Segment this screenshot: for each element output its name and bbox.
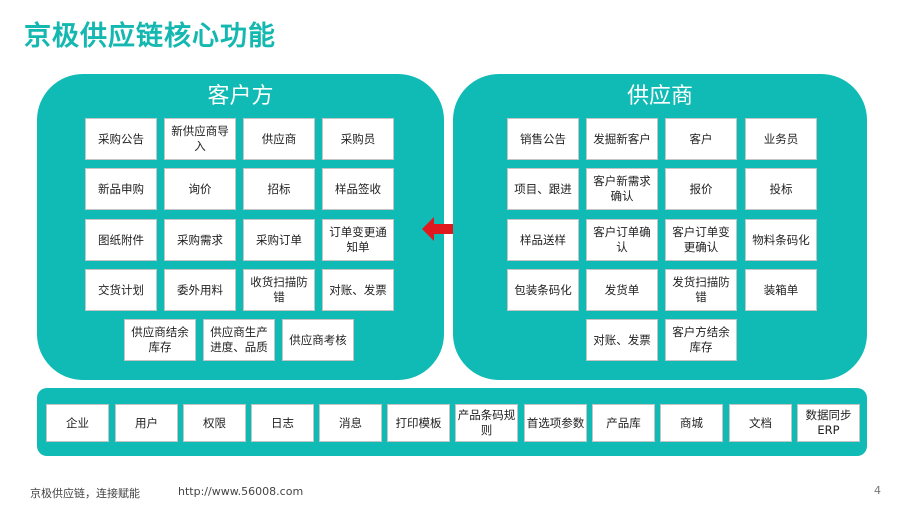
customer-item: 采购员 — [322, 118, 394, 160]
platform-item: 消息 — [319, 404, 382, 442]
customer-item: 新供应商导入 — [164, 118, 236, 160]
supplier-item: 发货扫描防错 — [665, 269, 737, 311]
platform-item: 打印模板 — [387, 404, 450, 442]
supplier-item: 项目、跟进 — [507, 168, 579, 210]
supplier-item: 装箱单 — [745, 269, 817, 311]
supplier-item: 报价 — [665, 168, 737, 210]
supplier-item: 客户 — [665, 118, 737, 160]
supplier-item: 投标 — [745, 168, 817, 210]
supplier-item: 发掘新客户 — [586, 118, 658, 160]
platform-item: 权限 — [183, 404, 246, 442]
platform-bar: 企业 用户 权限 日志 消息 打印模板 产品条码规则 首选项参数 产品库 商城 … — [37, 388, 867, 456]
platform-item: 日志 — [251, 404, 314, 442]
customer-item: 采购订单 — [243, 219, 315, 261]
double-arrow-icon — [422, 217, 472, 241]
customer-panel: 客户方 采购公告 新供应商导入 供应商 采购员 新品申购 询价 招标 样品签收 … — [37, 74, 444, 380]
platform-item: 用户 — [115, 404, 178, 442]
supplier-panel: 供应商 销售公告 发掘新客户 客户 业务员 项目、跟进 客户新需求确认 报价 投… — [453, 74, 867, 380]
footer-slogan: 京极供应链，连接赋能 — [30, 487, 140, 500]
supplier-item: 客户方结余库存 — [665, 319, 737, 361]
customer-item: 供应商 — [243, 118, 315, 160]
supplier-item: 对账、发票 — [586, 319, 658, 361]
customer-item: 图纸附件 — [85, 219, 157, 261]
supplier-item: 销售公告 — [507, 118, 579, 160]
supplier-item: 发货单 — [586, 269, 658, 311]
supplier-item: 物料条码化 — [745, 219, 817, 261]
supplier-item: 业务员 — [745, 118, 817, 160]
supplier-item: 客户订单确认 — [586, 219, 658, 261]
platform-item: 企业 — [46, 404, 109, 442]
customer-item: 询价 — [164, 168, 236, 210]
platform-item: 产品库 — [592, 404, 655, 442]
supplier-item: 包装条码化 — [507, 269, 579, 311]
customer-item: 委外用料 — [164, 269, 236, 311]
customer-panel-title: 客户方 — [207, 84, 274, 109]
customer-item: 供应商考核 — [282, 319, 354, 361]
customer-item: 供应商生产进度、品质 — [203, 319, 275, 361]
platform-item: 文档 — [729, 404, 792, 442]
customer-item: 新品申购 — [85, 168, 157, 210]
supplier-item: 客户新需求确认 — [586, 168, 658, 210]
customer-item: 样品签收 — [322, 168, 394, 210]
supplier-item: 客户订单变更确认 — [665, 219, 737, 261]
supplier-item: 样品送样 — [507, 219, 579, 261]
customer-item: 供应商结余库存 — [124, 319, 196, 361]
platform-item: 商城 — [660, 404, 723, 442]
customer-item: 收货扫描防错 — [243, 269, 315, 311]
customer-item: 对账、发票 — [322, 269, 394, 311]
customer-item: 订单变更通知单 — [322, 219, 394, 261]
customer-item: 交货计划 — [85, 269, 157, 311]
customer-item: 采购公告 — [85, 118, 157, 160]
supplier-panel-title: 供应商 — [626, 84, 693, 109]
platform-item: 数据同步ERP — [797, 404, 860, 442]
page-number: 4 — [874, 484, 881, 497]
customer-item: 采购需求 — [164, 219, 236, 261]
platform-item: 产品条码规则 — [455, 404, 518, 442]
platform-item: 首选项参数 — [524, 404, 587, 442]
page-title: 京极供应链核心功能 — [24, 21, 276, 52]
customer-item: 招标 — [243, 168, 315, 210]
footer-url[interactable]: http://www.56008.com — [178, 485, 304, 498]
